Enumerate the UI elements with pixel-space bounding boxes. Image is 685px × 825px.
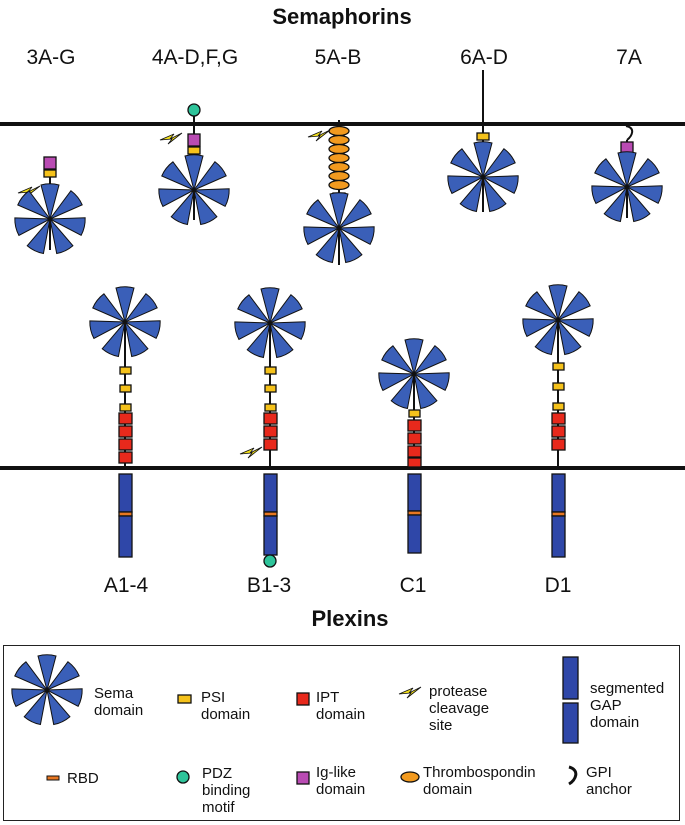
legend-rbd-label: RBD xyxy=(67,770,99,787)
sema4-ig-domain xyxy=(187,133,201,147)
legend-gpi-icon xyxy=(568,765,578,786)
plexin-c-ipt-3 xyxy=(407,445,422,458)
plexin-d-protein xyxy=(522,285,595,558)
legend-psi-label: PSI domain xyxy=(201,689,251,723)
sema4-protein xyxy=(158,103,231,226)
semaphorins-title: Semaphorins xyxy=(272,4,412,29)
plexin-a-ipt-4 xyxy=(118,451,133,464)
sema6-protein xyxy=(447,70,520,213)
plexin-a-psi-1 xyxy=(119,366,132,375)
legend-gpi-label: GPI anchor xyxy=(586,764,632,798)
legend-thrombo-label: Thrombospondin domain xyxy=(423,764,536,798)
plexin-a-protein xyxy=(89,287,162,558)
plexin-b-pdz-motif xyxy=(263,554,277,568)
legend-sema-label: Sema domain xyxy=(94,685,144,719)
plexin-d-ipt-3 xyxy=(551,438,566,451)
plexin-c-ipt-2 xyxy=(407,432,422,445)
plexin-c-protein xyxy=(378,339,451,554)
legend-thrombo-icon xyxy=(400,771,420,783)
sema3-ig-domain xyxy=(43,156,57,170)
legend-psi-icon xyxy=(177,694,192,704)
legend-ipt-label: IPT domain xyxy=(316,689,366,723)
legend-protease-label: protease cleavage site xyxy=(429,683,490,734)
plexin-a-ipt-1 xyxy=(118,412,133,425)
plexin-d-gap-c xyxy=(551,515,566,558)
sema-label-7: 7A xyxy=(616,46,642,69)
sema5-protein xyxy=(303,120,376,265)
plexin-b-psi-1 xyxy=(264,366,277,375)
plexin-b-psi-3 xyxy=(264,403,277,412)
plexin-c-psi-1 xyxy=(408,409,421,418)
sema7-protein xyxy=(591,125,664,223)
sema4-protease-site xyxy=(159,132,183,145)
plexin-label-b: B1-3 xyxy=(246,574,292,597)
plexin-b-ipt-1 xyxy=(263,412,278,425)
plexin-a-psi-3 xyxy=(119,403,132,412)
plexin-b-psi-2 xyxy=(264,384,277,393)
legend-ipt-icon xyxy=(296,692,310,706)
plexin-label-a: A1-4 xyxy=(103,574,149,597)
plexin-label-d: D1 xyxy=(544,574,572,597)
legend-box xyxy=(3,645,680,821)
plexin-d-psi-3 xyxy=(552,402,565,411)
sema5-thrombospondin-domains xyxy=(328,125,350,191)
sema-label-3: 3A-G xyxy=(26,46,76,69)
sema7-gpi-anchor xyxy=(625,125,634,141)
plexins-title: Plexins xyxy=(311,606,389,631)
legend-pdz-icon xyxy=(176,770,190,784)
plexin-a-ipt-3 xyxy=(118,438,133,451)
plexin-d-ipt-1 xyxy=(551,412,566,425)
plexin-d-gap-n xyxy=(551,473,566,513)
plexin-a-gap-n xyxy=(118,473,133,513)
sema-label-4: 4A-D,F,G xyxy=(151,46,239,69)
legend-gap-icon-bottom xyxy=(562,702,579,744)
plexin-c-ipt-4 xyxy=(407,457,422,468)
plexin-a-psi-2 xyxy=(119,384,132,393)
plexin-b-gap-n xyxy=(263,473,278,513)
sema-label-6: 6A-D xyxy=(460,46,508,69)
plexin-d-psi-2 xyxy=(552,382,565,391)
legend-ig-label: Ig-like domain xyxy=(316,764,366,798)
plexin-c-gap-c xyxy=(407,514,422,554)
sema4-psi-domain xyxy=(187,146,201,155)
sema3-protein xyxy=(14,156,87,255)
plexin-b-ipt-3 xyxy=(263,438,278,451)
plexin-c-ipt-1 xyxy=(407,419,422,432)
sema6-psi-domain xyxy=(476,132,490,141)
legend-pdz-label: PDZ binding motif xyxy=(202,765,251,816)
plexin-a-gap-c xyxy=(118,515,133,558)
plexin-b-protein xyxy=(234,288,307,568)
legend-gap-label: segmented GAP domain xyxy=(590,680,665,731)
sema3-psi-domain xyxy=(43,169,57,178)
legend-ig-icon xyxy=(296,771,310,785)
sema-label-5: 5A-B xyxy=(314,46,362,69)
plexin-a-ipt-2 xyxy=(118,425,133,438)
plexin-b-ipt-2 xyxy=(263,425,278,438)
plexin-d-psi-1 xyxy=(552,362,565,371)
plexin-c-gap-n xyxy=(407,473,422,512)
plexin-b-protease-site xyxy=(239,446,263,459)
sema4-pdz-motif xyxy=(187,103,201,117)
sema5-protease-site xyxy=(307,129,331,142)
plexin-label-c: C1 xyxy=(399,574,427,597)
legend-rbd-icon xyxy=(46,775,60,781)
plexin-b-gap-c xyxy=(263,515,278,556)
plexin-d-ipt-2 xyxy=(551,425,566,438)
legend-gap-icon-top xyxy=(562,656,579,700)
